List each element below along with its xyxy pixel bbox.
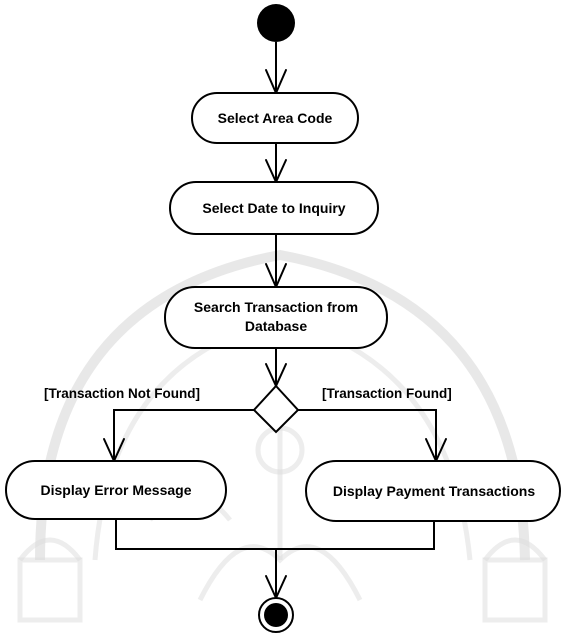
guard-found: [Transaction Found] [322,386,452,401]
guard-not-found: [Transaction Not Found] [44,386,200,401]
node-label: Select Date to Inquiry [202,200,345,216]
final-node [258,597,294,633]
node-label: Display Error Message [41,482,192,498]
node-select-date-to-inquiry: Select Date to Inquiry [169,181,379,235]
edge-decision-to-payment [298,409,437,461]
node-label-line1: Search Transaction from [194,299,358,315]
decision-node [252,384,300,434]
edge-error-to-merge [115,519,276,550]
node-label-line2: Database [245,318,307,334]
node-label: Display Payment Transactions [333,483,536,499]
node-select-area-code: Select Area Code [191,92,359,144]
edge-payment-to-merge [276,521,435,550]
node-label: Select Area Code [218,110,333,126]
node-search-transaction: Search Transaction from Database [164,286,388,349]
edge-decision-to-error [113,409,254,461]
node-display-payment-transactions: Display Payment Transactions [305,460,561,522]
node-display-error-message: Display Error Message [5,460,227,520]
initial-node [257,4,295,42]
